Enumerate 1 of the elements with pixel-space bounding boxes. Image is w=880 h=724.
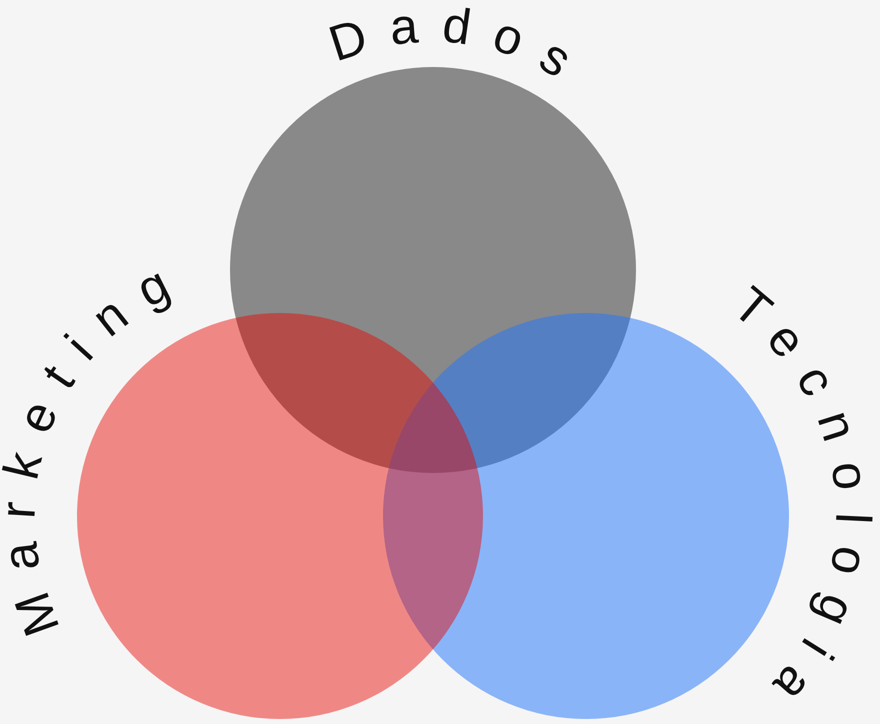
set-label: Dados [322,0,600,100]
